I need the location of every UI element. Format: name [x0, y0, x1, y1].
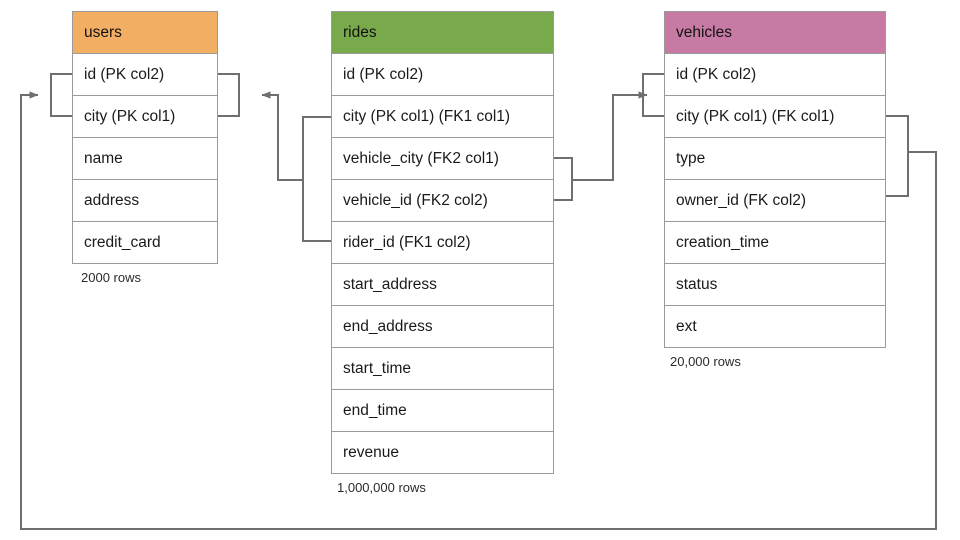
users-target-bracket	[50, 73, 72, 117]
column-rides-start-time[interactable]: start_time	[332, 348, 553, 390]
column-rides-start-address[interactable]: start_address	[332, 264, 553, 306]
entity-users[interactable]: users id (PK col2) city (PK col1) name a…	[72, 11, 218, 264]
rides-fk2-wire	[572, 91, 648, 181]
column-rides-vehicle-city[interactable]: vehicle_city (FK2 col1)	[332, 138, 553, 180]
column-users-credit-card[interactable]: credit_card	[73, 222, 217, 264]
column-vehicles-type[interactable]: type	[665, 138, 885, 180]
rowcount-users: 2000 rows	[81, 270, 141, 285]
rides-fk1-bracket	[302, 116, 331, 242]
column-users-id[interactable]: id (PK col2)	[73, 54, 217, 96]
rides-fk1-wire	[261, 91, 303, 181]
entity-vehicles[interactable]: vehicles id (PK col2) city (PK col1) (FK…	[664, 11, 886, 348]
column-rides-city[interactable]: city (PK col1) (FK1 col1)	[332, 96, 553, 138]
rowcount-rides: 1,000,000 rows	[337, 480, 426, 495]
vehicles-target-bracket	[642, 73, 664, 117]
rides-fk2-bracket	[554, 157, 573, 201]
column-vehicles-status[interactable]: status	[665, 264, 885, 306]
column-vehicles-creation-time[interactable]: creation_time	[665, 222, 885, 264]
entity-vehicles-title: vehicles	[665, 12, 885, 54]
rowcount-vehicles: 20,000 rows	[670, 354, 741, 369]
column-users-name[interactable]: name	[73, 138, 217, 180]
column-rides-id[interactable]: id (PK col2)	[332, 54, 553, 96]
column-rides-end-address[interactable]: end_address	[332, 306, 553, 348]
column-vehicles-owner-id[interactable]: owner_id (FK col2)	[665, 180, 885, 222]
entity-rides[interactable]: rides id (PK col2) city (PK col1) (FK1 c…	[331, 11, 554, 474]
column-users-city[interactable]: city (PK col1)	[73, 96, 217, 138]
column-rides-rider-id[interactable]: rider_id (FK1 col2)	[332, 222, 553, 264]
entity-users-title: users	[73, 12, 217, 54]
column-rides-end-time[interactable]: end_time	[332, 390, 553, 432]
users-source-bracket	[218, 73, 240, 117]
vehicles-fk-bracket	[886, 115, 909, 197]
column-rides-vehicle-id[interactable]: vehicle_id (FK2 col2)	[332, 180, 553, 222]
column-vehicles-id[interactable]: id (PK col2)	[665, 54, 885, 96]
column-vehicles-ext[interactable]: ext	[665, 306, 885, 348]
column-vehicles-city[interactable]: city (PK col1) (FK col1)	[665, 96, 885, 138]
entity-rides-title: rides	[332, 12, 553, 54]
column-rides-revenue[interactable]: revenue	[332, 432, 553, 474]
column-users-address[interactable]: address	[73, 180, 217, 222]
